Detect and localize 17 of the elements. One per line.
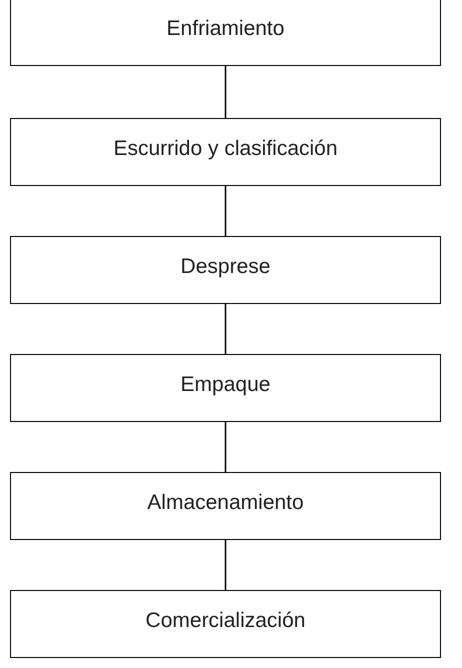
connector-line bbox=[224, 186, 226, 236]
step-label: Empaque bbox=[180, 373, 270, 397]
connector-line bbox=[224, 422, 226, 472]
process-box bbox=[10, 472, 441, 540]
step-label: Escurrido y clasificación bbox=[113, 137, 338, 161]
connector-line bbox=[224, 540, 226, 590]
step-label: Desprese bbox=[180, 255, 270, 279]
process-box bbox=[10, 354, 441, 422]
step-label: Enfriamiento bbox=[166, 17, 284, 41]
connector-line bbox=[224, 66, 226, 118]
connector-line bbox=[224, 304, 226, 354]
step-label: Comercialización bbox=[146, 609, 306, 633]
process-box bbox=[10, 118, 441, 186]
process-box bbox=[10, 590, 441, 658]
process-box bbox=[10, 0, 441, 66]
process-box bbox=[10, 236, 441, 304]
step-label: Almacenamiento bbox=[147, 491, 304, 515]
